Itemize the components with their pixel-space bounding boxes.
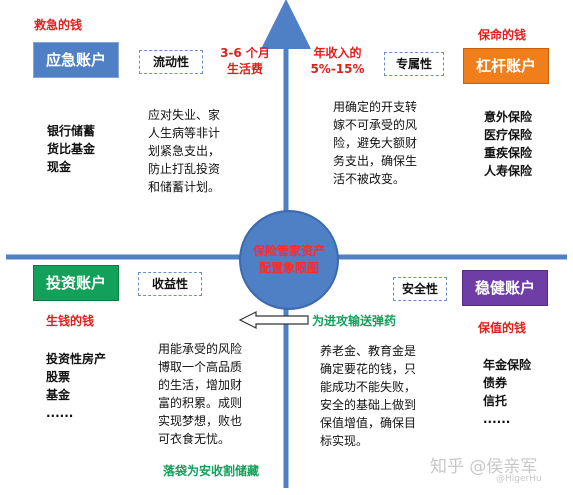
investment-nature-box: 收益性 <box>138 272 202 296</box>
emergency-description: 应对失业、家 人生病等非计 划紧急支出， 防止打乱投资 和储蓄计划。 <box>148 108 221 194</box>
emergency-items: 银行储蓄 货比基金 现金 <box>47 124 96 174</box>
leverage-description: 用确定的开支转 嫁不可承受的风 险，避免大额财 务支出，确保生 活不被改变。 <box>333 100 418 186</box>
leverage-account-box: 杠杆账户 <box>463 48 549 84</box>
center-circle: 保险管家资产配置象限图 <box>239 210 339 310</box>
emergency-nature-box: 流动性 <box>139 50 203 74</box>
investment-tag: 生钱的钱 <box>46 314 95 328</box>
watermark-sub: @HigerHu <box>496 474 542 484</box>
emergency-account-box: 应急账户 <box>33 42 119 78</box>
investment-description: 用能承受的风险 博取一个高品质 的生活，增加财 富的积累。成则 实现梦想，败也 … <box>158 342 243 446</box>
stable-description: 养老金、教育金是 确定要花的钱，只 能成功不能失败， 安全的基础上做到 保值增值… <box>320 344 417 448</box>
hollow-arrow-left <box>238 311 309 329</box>
investment-items: 投资性房产 股票 基金 ...... <box>46 352 107 420</box>
arrow-label-ammo: 为进攻输送弹药 <box>312 314 397 328</box>
stable-nature-box: 安全性 <box>393 277 447 301</box>
leverage-tag: 保命的钱 <box>478 28 527 42</box>
leverage-nature-box: 专属性 <box>384 52 444 76</box>
stable-items: 年金保险 债券 信托 ...... <box>483 358 532 426</box>
watermark-text: 知乎 @侯亲军 <box>430 457 538 477</box>
living-expense-note: 3-6 个月生活费 <box>220 46 270 76</box>
emergency-tag: 救急的钱 <box>34 18 83 32</box>
investment-account-box: 投资账户 <box>33 265 119 301</box>
stable-account-box: 稳健账户 <box>462 270 548 306</box>
leverage-items: 意外保险 医疗保险 重疾保险 人寿保险 <box>484 110 533 178</box>
stable-tag: 保值的钱 <box>478 321 527 335</box>
arrow-label-harvest: 落袋为安收割储藏 <box>163 464 260 478</box>
